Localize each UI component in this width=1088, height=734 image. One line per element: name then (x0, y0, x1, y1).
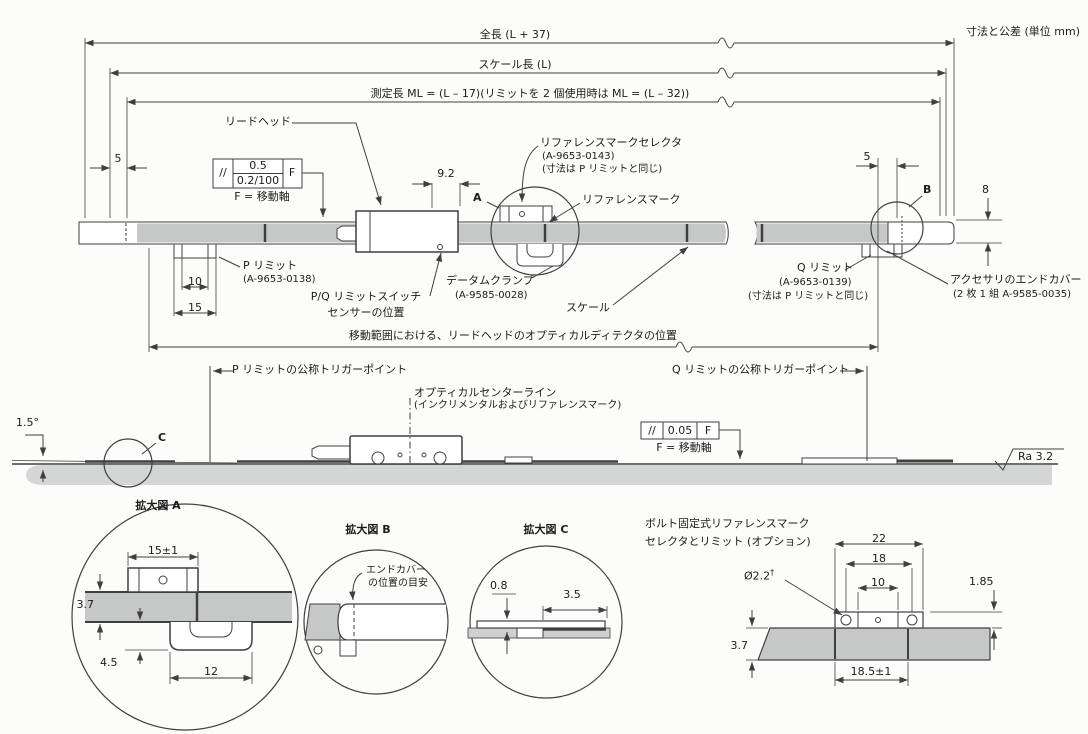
dim-scale-length: スケール長 (L) (478, 58, 552, 71)
bolt-dim-diameter-value: Ø2.2 (744, 569, 771, 583)
p-limit-part-number: (A-9653-0138) (243, 274, 316, 285)
detail-a-circle (490, 186, 580, 276)
detail-b-letter: B (923, 183, 932, 196)
bolt-title-1: ボルト固定式リファレンスマーク (645, 517, 810, 530)
q-limit-block (861, 243, 903, 258)
readhead-label: リードヘッド (225, 115, 291, 128)
label-leaders (218, 122, 949, 306)
detail-a-dim-37: 3.7 (76, 598, 95, 611)
detail-c-dim-35: 3.5 (563, 588, 581, 601)
pq-switch-label-1: P/Q リミットスイッチ (310, 290, 422, 303)
bolt-dim-185: 1.85 (969, 575, 994, 588)
substrate (26, 465, 1052, 485)
detail-b-note-1: エンドカバー (366, 565, 426, 576)
datum-clamp-part-number: (A-9585-0028) (455, 290, 528, 301)
parallelism-frame-1 (212, 158, 327, 217)
dim-5-right: 5 (863, 150, 871, 163)
detail-c (467, 545, 623, 699)
bolt-dim-185b: 18.5±1 (850, 665, 892, 678)
detail-a (71, 503, 299, 731)
detail-a-title: 拡大図 A (135, 499, 181, 512)
refselector-label: リファレンスマークセレクタ (540, 136, 683, 149)
bolt-dim-37: 3.7 (730, 639, 749, 652)
dimension-lines (85, 37, 992, 353)
dim-10: 10 (188, 275, 202, 288)
detail-c-title: 拡大図 C (523, 523, 569, 536)
surface-finish-symbol (994, 448, 1064, 471)
extension-lines (84, 38, 1002, 352)
tol1-datum: F (288, 166, 296, 179)
refselector-part-number: (A-9653-0143) (542, 151, 615, 162)
parallelism-frame-2 (640, 421, 744, 459)
tol2-value: 0.05 (667, 424, 693, 437)
detail-b-title: 拡大図 B (345, 523, 391, 536)
endcover-label: アクセサリのエンドカバー (950, 273, 1082, 286)
read-head (336, 210, 459, 253)
q-limit-part-number: (A-9653-0139) (779, 277, 852, 288)
refselector-note: (寸法は P リミットと同じ) (542, 164, 663, 175)
travel-range-label: 移動範囲における、リードヘッドのオプティカルディテクタの位置 (348, 329, 678, 342)
refmark-label: リファレンスマーク (582, 193, 681, 206)
detail-b-leader (908, 195, 923, 208)
units-note: 寸法と公差 (単位 mm) (965, 25, 1080, 38)
detail-a-leader (486, 201, 500, 209)
surface-finish-label: Ra 3.2 (1018, 450, 1054, 463)
q-trigger-label: Q リミットの公称トリガーポイント (672, 363, 850, 376)
endcover-part-number: (2 枚 1 組 A-9585-0035) (953, 289, 1071, 300)
q-limit-note: (寸法は P リミットと同じ) (748, 291, 869, 302)
detail-a-dim-15: 15±1 (147, 544, 179, 557)
bolt-dim-22: 22 (872, 532, 886, 545)
tol1-parallel-symbol: // (219, 166, 227, 179)
side-view (11, 366, 1064, 488)
tol2-note: F = 移動軸 (656, 441, 712, 454)
dim-15: 15 (188, 301, 202, 314)
tol2-parallel-symbol: // (648, 424, 656, 437)
detail-a-dim-45: 4.5 (100, 656, 118, 669)
tol1-note: F = 移動軸 (234, 190, 290, 203)
p-limit-label: P リミット (243, 259, 298, 272)
p-limit-block (173, 243, 217, 259)
reference-mark-selector (499, 205, 553, 223)
optical-centerline-note: (インクリメンタルおよびリファレンスマーク) (414, 400, 622, 411)
top-view (78, 37, 1002, 353)
detail-c-letter: C (158, 431, 167, 444)
detail-a-letter: A (473, 191, 482, 204)
dim-5-left: 5 (114, 152, 122, 165)
dim-total-length: 全長 (L + 37) (479, 28, 551, 41)
tol1-value-2: 0.2/100 (236, 174, 280, 187)
bolt-dim-18: 18 (872, 552, 886, 565)
optical-centerline-label: オプティカルセンターライン (414, 386, 557, 399)
bolt-dim-10: 10 (871, 576, 885, 589)
angle-label: 1.5° (16, 416, 39, 429)
detail-b-note-2: の位置の目安 (368, 578, 428, 589)
detail-c-dim-08: 0.8 (490, 579, 508, 592)
p-trigger-label: P リミットの公称トリガーポイント (232, 363, 408, 376)
bolt-selector-section (746, 540, 1002, 686)
detail-a-dim-12: 12 (204, 665, 218, 678)
dim-measuring-length: 測定長 ML = (L – 17)(リミットを 2 個使用時は ML = (L … (370, 87, 690, 100)
detail-c-circle (103, 438, 153, 488)
datum-clamp-label: データムクランプ (446, 274, 534, 287)
dim-9-2: 9.2 (437, 167, 455, 180)
scale-label: スケール (566, 301, 610, 314)
dim-8: 8 (982, 183, 989, 196)
pq-switch-label-2: センサーの位置 (327, 306, 405, 319)
read-head-side (311, 398, 463, 465)
q-limit-label: Q リミット (797, 261, 854, 274)
bolt-title-2: セレクタとリミット (オプション) (645, 535, 811, 548)
detail-b (303, 549, 449, 695)
tol1-value-1: 0.5 (249, 159, 267, 172)
tol2-datum: F (704, 424, 712, 437)
bolt-dim-diameter-footnote: † (770, 568, 775, 577)
angle-dim (25, 434, 47, 482)
datum-clamp (516, 244, 564, 267)
bolt-dim-diameter: Ø2.2† (744, 568, 774, 583)
